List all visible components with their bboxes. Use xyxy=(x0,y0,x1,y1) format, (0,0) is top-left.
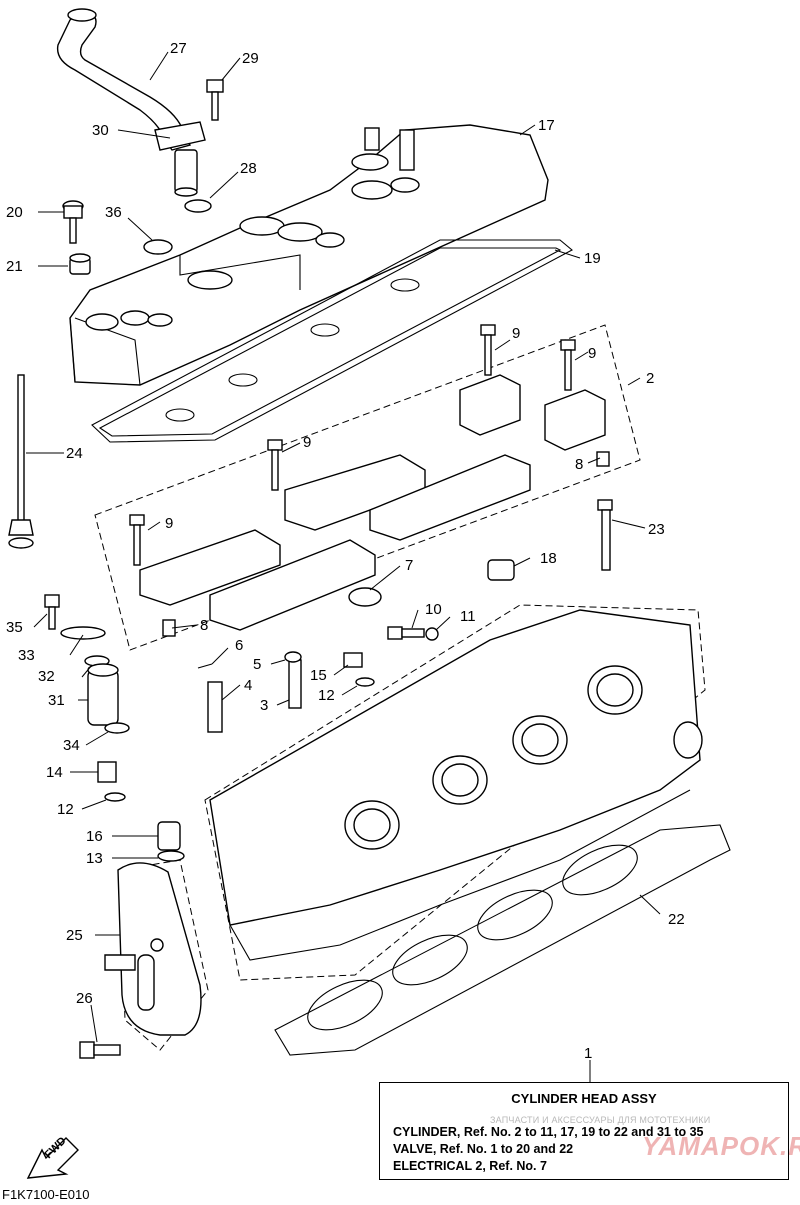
head-cover-gasket xyxy=(91,239,573,443)
assembly-row-electrical: ELECTRICAL 2, Ref. No. 7 xyxy=(393,1159,547,1173)
plug-16 xyxy=(157,821,181,851)
stud-bolt-10 xyxy=(387,626,425,640)
callout-27: 27 xyxy=(170,40,187,57)
callout-31: 31 xyxy=(48,692,65,709)
nut-15 xyxy=(343,652,363,668)
callout-29: 29 xyxy=(242,50,259,67)
leader-lines xyxy=(26,51,661,1082)
cam-cap-bolts xyxy=(129,324,576,566)
gasket-11 xyxy=(425,627,439,641)
intake-ports xyxy=(344,665,643,850)
diagram-ref-code: F1K7100-E010 xyxy=(2,1187,90,1202)
callout-14: 14 xyxy=(46,764,63,781)
cover-bolt xyxy=(62,200,84,244)
assembly-row-valve: VALVE, Ref. No. 1 to 20 and 22 xyxy=(393,1142,574,1156)
callout-20: 20 xyxy=(6,204,23,221)
camshaft-cap-left xyxy=(139,529,376,637)
callout-18: 18 xyxy=(540,550,557,567)
cylinder-head-cover xyxy=(69,124,549,386)
assembly-row-cylinder: CYLINDER, Ref. No. 2 to 11, 17, 19 to 22… xyxy=(393,1125,704,1139)
callout-9d: 9 xyxy=(165,515,173,532)
plug-cap xyxy=(143,239,173,255)
callout-12a: 12 xyxy=(318,687,335,704)
callout-7: 7 xyxy=(405,557,413,574)
callout-9c: 9 xyxy=(303,434,311,451)
oil-filler-cap xyxy=(348,587,382,607)
washer-12-lower xyxy=(104,792,126,802)
callout-13: 13 xyxy=(86,850,103,867)
callout-17: 17 xyxy=(538,117,555,134)
callout-11: 11 xyxy=(460,608,476,625)
hose-clamp xyxy=(154,121,206,197)
callout-5: 5 xyxy=(253,656,261,673)
callout-15: 15 xyxy=(310,667,327,684)
callout-2: 2 xyxy=(646,370,654,387)
camshaft-cap-middle xyxy=(284,454,531,541)
watermark-logo: YAMAPOK.RU xyxy=(642,1131,800,1161)
nut-14 xyxy=(97,761,117,783)
callout-26: 26 xyxy=(76,990,93,1007)
o-ring-34 xyxy=(104,722,130,734)
cylinder-head xyxy=(209,609,703,961)
washer-13 xyxy=(157,850,185,862)
assembly-reference-box: CYLINDER HEAD ASSY ЗАПЧАСТИ И АКСЕССУАРЫ… xyxy=(379,1082,800,1180)
callout-21: 21 xyxy=(6,258,23,275)
assembly-title: CYLINDER HEAD ASSY xyxy=(511,1091,657,1106)
callout-1: 1 xyxy=(584,1045,592,1062)
callout-4: 4 xyxy=(244,677,252,694)
callout-10: 10 xyxy=(425,601,442,618)
callout-9a: 9 xyxy=(512,325,520,342)
o-ring xyxy=(184,199,212,213)
callout-30: 30 xyxy=(92,122,109,139)
valve-seal xyxy=(284,651,302,663)
clip-6 xyxy=(197,663,213,669)
valve-guide xyxy=(207,681,223,733)
sleeve xyxy=(487,559,515,581)
clamp-bolt xyxy=(206,79,224,121)
callout-12b: 12 xyxy=(57,801,74,818)
callout-32: 32 xyxy=(38,668,55,685)
cylinder-head-outline xyxy=(204,604,706,981)
fwd-arrow xyxy=(26,1137,79,1179)
bracket-bolt xyxy=(79,1041,121,1059)
callout-34: 34 xyxy=(63,737,80,754)
callout-33: 33 xyxy=(18,647,35,664)
head-gasket xyxy=(274,824,731,1056)
watermark-text: ЗАПЧАСТИ И АКСЕССУАРЫ ДЛЯ МОТОТЕХНИКИ xyxy=(490,1115,711,1125)
washer-12-upper xyxy=(355,677,375,687)
callout-labels: 27 29 30 17 28 20 36 21 19 9 9 2 9 8 24 … xyxy=(6,40,685,1062)
callout-35: 35 xyxy=(6,619,23,636)
cover-plug-holes xyxy=(85,153,420,331)
washer-33 xyxy=(60,626,106,640)
callout-22: 22 xyxy=(668,911,685,928)
callout-19: 19 xyxy=(584,250,601,267)
camshaft-cap-right-pair xyxy=(459,374,610,467)
callout-16: 16 xyxy=(86,828,103,845)
long-stud-bolt xyxy=(8,374,34,549)
cam-cap-group-outline xyxy=(94,324,641,651)
callout-23: 23 xyxy=(648,521,665,538)
callout-9b: 9 xyxy=(588,345,596,362)
head-bolt xyxy=(597,499,613,571)
callout-6: 6 xyxy=(235,637,243,654)
callout-36: 36 xyxy=(105,204,122,221)
cover-grommet xyxy=(69,253,91,275)
callout-24: 24 xyxy=(66,445,83,462)
callout-3: 3 xyxy=(260,697,268,714)
thermo-bolt xyxy=(44,594,60,630)
thermostat-housing xyxy=(87,663,119,726)
callout-8a: 8 xyxy=(575,456,583,473)
valve-stem xyxy=(288,659,302,709)
bracket-plate xyxy=(104,862,202,1036)
callout-25: 25 xyxy=(66,927,83,944)
callout-28: 28 xyxy=(240,160,257,177)
callout-8b: 8 xyxy=(200,617,208,634)
breather-hose xyxy=(56,8,191,151)
